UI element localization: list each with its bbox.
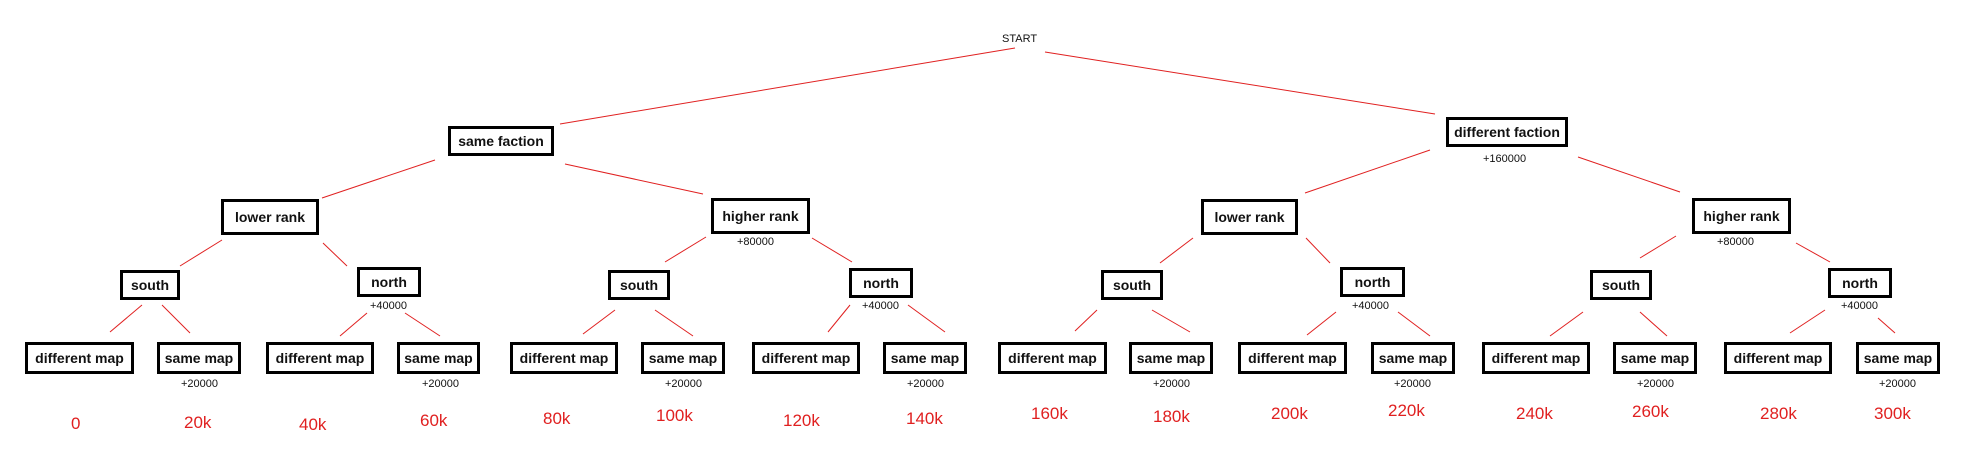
edge-start-different-faction xyxy=(1044,51,1436,115)
edge xyxy=(1306,311,1337,336)
edge xyxy=(1639,235,1677,259)
node-north: north xyxy=(1340,267,1405,297)
edge xyxy=(321,159,436,199)
node-different-map: different map xyxy=(998,342,1107,374)
total-value: 80k xyxy=(543,409,571,428)
edge xyxy=(582,309,616,335)
edge xyxy=(1074,309,1098,332)
total-value: 220k xyxy=(1388,401,1425,420)
note-north: +40000 xyxy=(370,300,408,312)
edge xyxy=(1397,311,1431,337)
total-value: 160k xyxy=(1031,404,1068,423)
node-south: south xyxy=(1590,270,1652,300)
edge xyxy=(1549,311,1584,337)
node-same-map: same map xyxy=(157,342,241,374)
node-different-map: different map xyxy=(1724,342,1832,374)
edge xyxy=(1159,237,1194,264)
edge-start-same-faction xyxy=(559,47,1016,125)
node-north: north xyxy=(849,268,913,298)
note-same-map: +20000 xyxy=(181,378,219,390)
node-same-map: same map xyxy=(1856,342,1940,374)
edge xyxy=(1151,309,1191,333)
node-south: south xyxy=(1101,270,1163,300)
note-north: +40000 xyxy=(1841,300,1879,312)
node-same-map: same map xyxy=(1129,342,1213,374)
edge xyxy=(1577,156,1681,193)
edge xyxy=(654,309,694,337)
note-same-map: +20000 xyxy=(665,378,703,390)
note-same-map: +20000 xyxy=(1153,378,1191,390)
start-label: START xyxy=(1002,33,1038,45)
node-different-map: different map xyxy=(266,342,374,374)
edge xyxy=(664,236,707,263)
edge xyxy=(1795,242,1831,263)
edge xyxy=(1304,149,1431,194)
total-value: 260k xyxy=(1632,402,1669,421)
note-same-map: +20000 xyxy=(1879,378,1917,390)
total-value: 60k xyxy=(420,411,448,430)
edge xyxy=(811,237,853,263)
node-different-faction: different faction xyxy=(1446,117,1568,147)
total-value: 200k xyxy=(1271,404,1308,423)
total-value: 20k xyxy=(184,413,212,432)
total-value: 40k xyxy=(299,415,327,434)
node-same-faction: same faction xyxy=(448,126,554,156)
node-north: north xyxy=(1828,268,1892,298)
edge xyxy=(1877,317,1896,334)
note-north: +40000 xyxy=(862,300,900,312)
note-same-map: +20000 xyxy=(907,378,945,390)
total-value: 0 xyxy=(71,414,81,433)
node-north: north xyxy=(357,267,421,297)
node-south: south xyxy=(120,270,180,300)
edge xyxy=(404,312,441,337)
edge xyxy=(827,304,851,333)
node-same-map: same map xyxy=(397,342,480,374)
edge xyxy=(1639,311,1668,337)
edge xyxy=(564,163,704,195)
node-different-map: different map xyxy=(752,342,860,374)
node-same-map: same map xyxy=(641,342,725,374)
total-value: 140k xyxy=(906,409,943,428)
node-lower-rank: lower rank xyxy=(1201,199,1298,235)
note-same-map: +20000 xyxy=(422,378,460,390)
edge xyxy=(1789,309,1826,334)
node-different-map: different map xyxy=(25,342,134,374)
edge xyxy=(179,239,223,267)
total-value: 120k xyxy=(783,411,820,430)
node-lower-rank: lower rank xyxy=(221,199,319,235)
node-different-map: different map xyxy=(510,342,618,374)
node-different-map: different map xyxy=(1482,342,1590,374)
total-value: 300k xyxy=(1874,404,1911,423)
note-same-map: +20000 xyxy=(1394,378,1432,390)
node-same-map: same map xyxy=(1371,342,1455,374)
edge xyxy=(161,304,191,334)
edge xyxy=(1305,237,1331,264)
node-higher-rank: higher rank xyxy=(711,198,810,234)
total-value: 180k xyxy=(1153,407,1190,426)
total-value: 240k xyxy=(1516,404,1553,423)
note-higher-rank: +80000 xyxy=(1717,236,1755,248)
edge xyxy=(322,242,348,267)
total-value: 100k xyxy=(656,406,693,425)
node-same-map: same map xyxy=(1613,342,1697,374)
node-different-map: different map xyxy=(1238,342,1347,374)
note-different-faction: +160000 xyxy=(1483,153,1527,165)
total-value: 280k xyxy=(1760,404,1797,423)
node-higher-rank: higher rank xyxy=(1692,198,1791,234)
note-same-map: +20000 xyxy=(1637,378,1675,390)
note-higher-rank: +80000 xyxy=(737,236,775,248)
node-south: south xyxy=(608,270,670,300)
note-north: +40000 xyxy=(1352,300,1390,312)
edge xyxy=(339,312,368,337)
node-same-map: same map xyxy=(883,342,967,374)
edge xyxy=(907,304,946,333)
edge xyxy=(109,304,143,333)
